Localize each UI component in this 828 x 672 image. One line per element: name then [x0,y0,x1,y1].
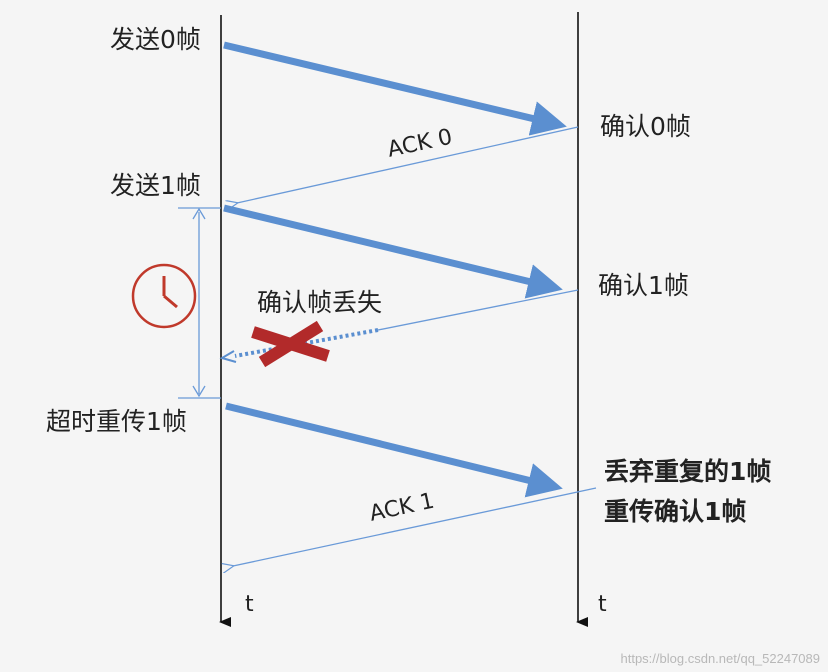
receiver-time-axis-label: t [598,592,607,617]
timeout-resend-label: 超时重传1帧 [46,407,187,436]
lost-ack-arrow [377,289,579,331]
sender-time-axis-label: t [245,592,254,617]
ack-frame1-label: 确认1帧 [598,271,689,300]
resend-ack-label: 重传确认1帧 [604,497,747,526]
ack1-arrow [233,487,597,566]
frame0-arrow [223,41,567,136]
send-frame1-label: 发送1帧 [110,171,201,200]
ack-lost-label: 确认帧丢失 [257,288,383,317]
watermark: https://blog.csdn.net/qq_52247089 [620,651,821,666]
ack0-arrow [237,126,579,203]
ack-frame0-label: 确认0帧 [600,112,691,141]
frame1-arrow [223,204,563,299]
lost-ack-arrowhead [219,350,237,363]
send-frame0-label: 发送0帧 [110,25,201,54]
lost-cross-icon [251,320,330,368]
discard-duplicate-label: 丢弃重复的1帧 [604,457,772,486]
timeout-interval [178,207,221,399]
clock-icon [131,263,197,329]
retransmit-frame1-arrow [225,402,563,498]
